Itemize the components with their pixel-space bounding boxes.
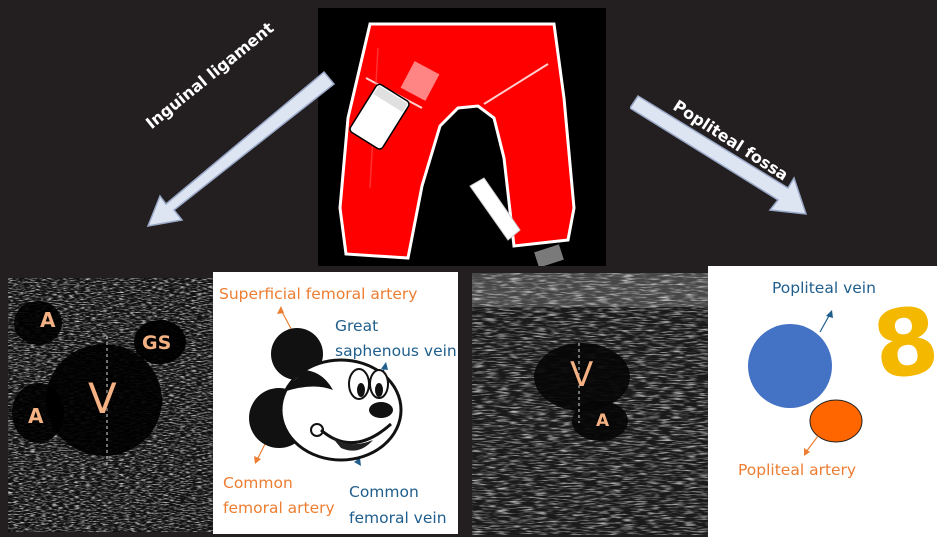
artery-label-bottom: A (28, 404, 43, 428)
femoral-diagram-panel: Superficial femoral artery Great sapheno… (213, 272, 458, 534)
popliteal-artery-ellipse (810, 400, 862, 442)
popliteal-diagram-panel: Popliteal vein Popliteal artery 8 (708, 266, 937, 537)
great-saphenous-vein-label-line1: Great (335, 316, 378, 337)
leg-illustration (318, 8, 606, 266)
mickey-diagram (213, 272, 458, 534)
common-femoral-artery-label-line2: femoral artery (223, 498, 335, 519)
popliteal-arrow (630, 92, 812, 220)
femoral-ultrasound-image: A A V GS (8, 278, 213, 532)
vein-label: V (88, 374, 117, 423)
popliteal-artery-us-label: A (596, 411, 609, 431)
figure-eight-symbol: 8 (868, 294, 937, 394)
common-femoral-vein-label-line1: Common (349, 482, 419, 503)
popliteal-vein-us-label: V (570, 355, 593, 395)
gs-label: GS (142, 332, 171, 354)
superficial-femoral-artery-label: Superficial femoral artery (219, 284, 417, 305)
artery-label-top: A (40, 308, 55, 332)
common-femoral-vein-label-line2: femoral vein (349, 508, 447, 529)
popliteal-artery-label: Popliteal artery (738, 460, 856, 481)
popliteal-vein-circle (748, 324, 832, 408)
common-femoral-artery-label-line1: Common (223, 473, 293, 494)
popliteal-vein-label: Popliteal vein (772, 278, 876, 299)
inguinal-arrow (140, 68, 340, 234)
popliteal-ultrasound-image: V A (472, 273, 708, 535)
leg-illustration-panel (318, 8, 606, 266)
great-saphenous-vein-label-line2: saphenous vein (335, 341, 457, 362)
